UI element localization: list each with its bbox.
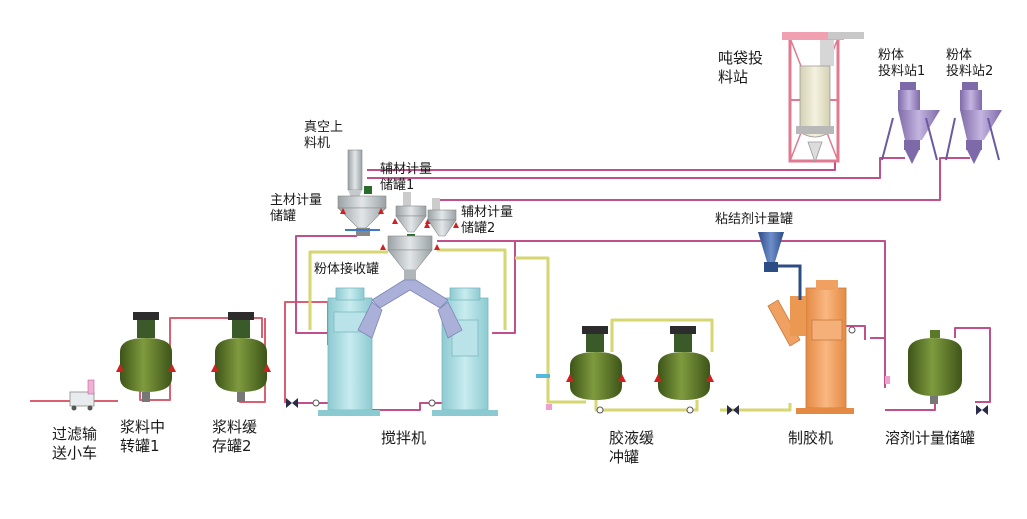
filter-cart-label: 过滤输 送小车: [52, 425, 98, 462]
ton-bag-station: [782, 32, 864, 164]
pumps: [286, 398, 988, 415]
main-metering-tank: [337, 186, 387, 236]
glue-machine-pipe: [845, 325, 866, 340]
aux-metering-tank-1: [392, 192, 431, 242]
solvent-tank-label: 溶剂计量储罐: [885, 429, 976, 447]
solvent-to-glue: [885, 402, 936, 411]
slurry-tank-1: [116, 312, 176, 402]
powder-line-ton-bag: [367, 161, 836, 171]
mixer-left-loop: [295, 235, 357, 334]
glue-buffer-link: [594, 400, 699, 412]
powder-receiver-tank: [380, 235, 440, 280]
vacuum-loader: [347, 149, 363, 200]
glue-buffer-label: 胶液缓 冲罐: [609, 429, 655, 466]
powder-line-station1: [367, 157, 905, 179]
ton-bag-station-label: 吨袋投 料站: [718, 49, 764, 86]
glue-machine-to-buffer: [720, 403, 792, 412]
glue-to-mixer-pipe: [515, 256, 586, 404]
mixer-label: 搅拌机: [381, 429, 427, 447]
glue-buffer-loop: [610, 318, 714, 352]
glue-making-machine: [767, 280, 854, 414]
slurry-pipe-3: [284, 301, 329, 403]
powder-station-2: [945, 82, 1002, 164]
glue-buffer-tank-2: [654, 326, 714, 400]
powder-line-station2: [432, 157, 970, 201]
vacuum-loader-label: 真空上 料机: [304, 120, 344, 151]
powder-station-2-label: 粉体 投料站2: [946, 48, 994, 79]
slurry-tank-2-label: 浆料缓 存罐2: [212, 418, 258, 455]
mixer-yellow-loop-left: [308, 250, 388, 330]
powder-station-1: [881, 82, 940, 164]
powder-station-1-label: 粉体 投料站1: [878, 48, 926, 79]
slurry-tank-2: [211, 312, 271, 402]
aux-tank-1-label: 辅材计量 储罐1: [380, 162, 433, 193]
mixer-yellow-loop-right: [437, 248, 507, 330]
binder-tank-label: 粘结剂计量罐: [715, 212, 794, 227]
solvent-storage-tank: [908, 330, 962, 404]
glue-buffer-tank-1: [566, 326, 626, 400]
binder-metering-tank: [758, 232, 802, 300]
mixer-unit: [312, 279, 498, 416]
slurry-tank-1-label: 浆料中 转罐1: [120, 418, 166, 455]
aux-metering-tank-2: [424, 198, 459, 237]
main-tank-label: 主材计量 储罐: [270, 193, 323, 224]
powder-receiver-label: 粉体接收罐: [314, 262, 380, 277]
aux-tank-2-label: 辅材计量 储罐2: [461, 205, 514, 236]
solvent-loop: [954, 327, 991, 403]
pipes: [30, 157, 991, 412]
glue-machine-label: 制胶机: [788, 429, 834, 447]
fittings: [536, 326, 890, 414]
filter-cart: [69, 379, 95, 411]
